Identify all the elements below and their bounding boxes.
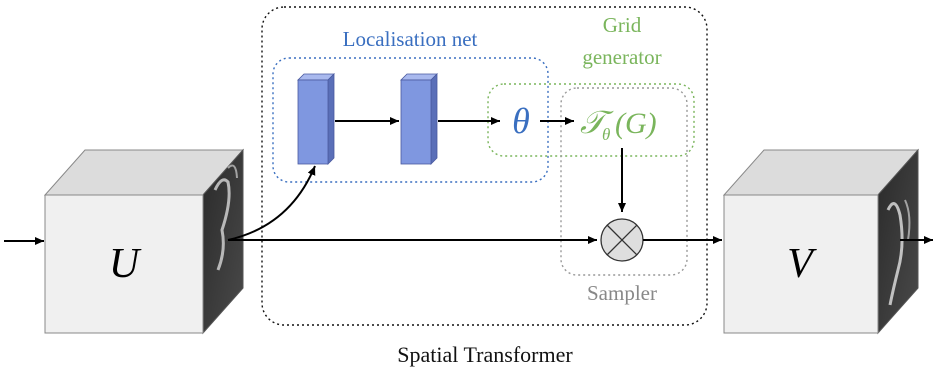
transform-subscript: θ bbox=[602, 125, 610, 144]
spatial-transformer-box bbox=[261, 6, 708, 326]
input-label-u: U bbox=[109, 241, 142, 287]
grid-generator-label-line2: generator bbox=[582, 45, 661, 69]
localisation-net-label: Localisation net bbox=[343, 27, 478, 51]
sampler-box bbox=[560, 87, 688, 276]
localisation-net-box bbox=[272, 57, 549, 183]
localisation-layer-2 bbox=[400, 73, 438, 165]
localisation-layer-1 bbox=[297, 73, 335, 165]
grid-generator-label-line1: Grid bbox=[603, 13, 642, 37]
input-cube-u: U bbox=[43, 148, 245, 335]
transform-argument: (G) bbox=[615, 107, 657, 140]
theta-symbol: θ bbox=[512, 101, 530, 141]
grid-transform-expression: 𝒯 θ (G) bbox=[580, 104, 657, 144]
sampler-node bbox=[600, 218, 644, 262]
grid-generator-box bbox=[487, 83, 695, 157]
sampler-label: Sampler bbox=[587, 281, 657, 305]
arrow-u-to-localisation bbox=[227, 165, 316, 241]
output-label-v: V bbox=[787, 241, 817, 287]
output-cube-v: V bbox=[722, 148, 920, 335]
caption: Spatial Transformer bbox=[397, 342, 573, 367]
